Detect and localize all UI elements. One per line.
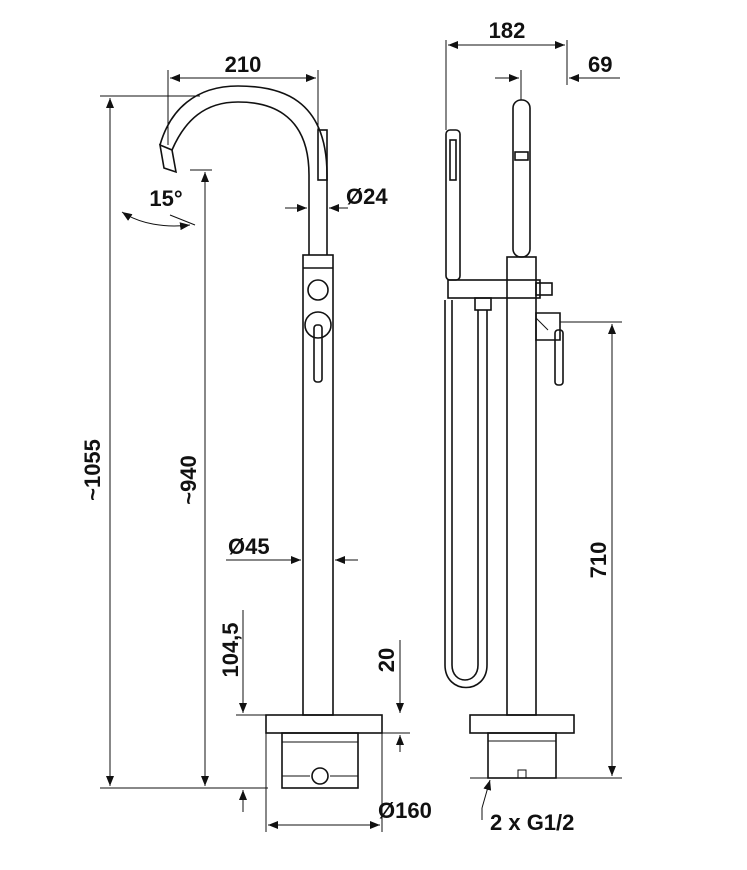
dim-d160: Ø160 xyxy=(265,733,432,832)
front-lever-hub xyxy=(304,311,332,339)
dim-d45: Ø45 xyxy=(226,534,358,564)
front-base-body xyxy=(281,732,359,789)
dim-182: 182 xyxy=(445,18,568,130)
dim-label-connections: 2 x G1/2 xyxy=(490,810,574,835)
dim-label-104-5: 104,5 xyxy=(218,622,243,677)
side-base-body xyxy=(487,732,557,779)
dim-label-210: 210 xyxy=(225,52,262,77)
dim-940: ~940 xyxy=(176,169,212,786)
dim-label-940: ~940 xyxy=(176,455,201,505)
front-spout xyxy=(171,101,310,176)
dim-210: 210 xyxy=(167,52,319,145)
front-mixer-knob xyxy=(307,279,329,301)
dim-1055: ~1055 xyxy=(80,95,200,786)
dim-label-710: 710 xyxy=(586,542,611,579)
dim-label-15: 15° xyxy=(149,186,182,211)
dim-69: 69 xyxy=(495,52,620,100)
side-upper-tube xyxy=(512,99,531,258)
dim-label-d24: Ø24 xyxy=(346,184,388,209)
dim-label-69: 69 xyxy=(588,52,612,77)
front-column xyxy=(302,254,334,716)
side-hose xyxy=(451,300,479,681)
side-hand-shower xyxy=(445,129,461,281)
side-lever xyxy=(535,312,561,341)
front-lever xyxy=(313,324,323,383)
dim-angle-15: 15° xyxy=(121,186,196,231)
dim-label-1055: ~1055 xyxy=(80,439,105,501)
side-view xyxy=(444,99,600,779)
dim-label-20: 20 xyxy=(374,648,399,672)
side-base-plate xyxy=(469,714,575,734)
dim-label-182: 182 xyxy=(489,18,526,43)
front-view xyxy=(100,85,383,789)
dim-connections: 2 x G1/2 xyxy=(481,779,574,835)
dim-710: 710 xyxy=(560,321,622,779)
dim-20: 20 xyxy=(374,640,410,752)
dim-104-5: 104,5 xyxy=(218,610,266,812)
dim-label-d45: Ø45 xyxy=(228,534,270,559)
side-column xyxy=(506,256,537,716)
dim-d24: Ø24 xyxy=(285,184,388,212)
dim-label-d160: Ø160 xyxy=(378,798,432,823)
front-base-plate xyxy=(265,714,383,734)
